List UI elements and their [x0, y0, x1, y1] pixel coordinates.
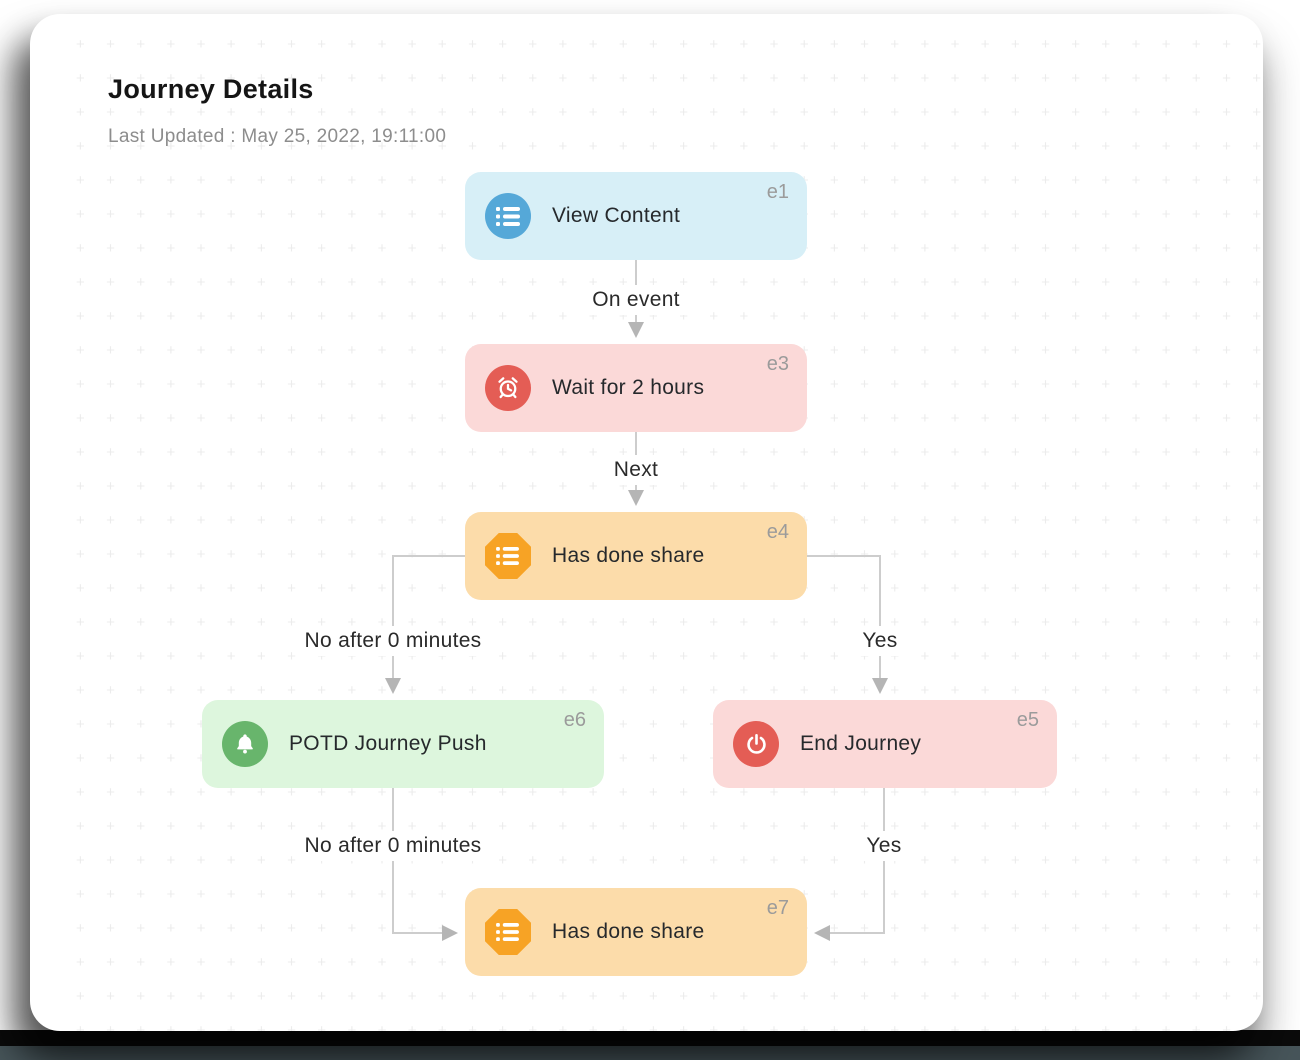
bottom-strip	[0, 1030, 1300, 1060]
list-icon	[485, 533, 531, 579]
node-label: Wait for 2 hours	[552, 376, 705, 399]
edge-label-yes-2: Yes	[857, 831, 911, 861]
bell-icon	[222, 721, 268, 767]
list-icon	[485, 193, 531, 239]
node-has-done-share-final[interactable]: Has done share e7	[465, 888, 807, 976]
edge-label-on-event: On event	[583, 285, 689, 315]
node-label: Has done share	[552, 544, 705, 567]
edge-label-next: Next	[604, 455, 668, 485]
power-icon	[733, 721, 779, 767]
node-label: Has done share	[552, 920, 705, 943]
node-id-badge: e6	[563, 709, 586, 731]
edge-label-no-after-0-minutes-2: No after 0 minutes	[295, 831, 491, 861]
edge-label-no-after-0-minutes: No after 0 minutes	[295, 626, 491, 656]
list-icon	[485, 909, 531, 955]
bottom-strip-black	[0, 1030, 1300, 1046]
node-id-badge: e4	[766, 521, 789, 543]
node-label: POTD Journey Push	[289, 732, 487, 755]
alarm-clock-icon	[485, 365, 531, 411]
node-wait-for-2-hours[interactable]: Wait for 2 hours e3	[465, 344, 807, 432]
node-id-badge: e1	[766, 181, 789, 203]
node-has-done-share[interactable]: Has done share e4	[465, 512, 807, 600]
node-potd-journey-push[interactable]: POTD Journey Push e6	[202, 700, 604, 788]
node-view-content[interactable]: View Content e1	[465, 172, 807, 260]
node-id-badge: e3	[766, 353, 789, 375]
node-end-journey[interactable]: End Journey e5	[713, 700, 1057, 788]
bottom-strip-slate	[0, 1046, 1300, 1060]
last-updated-text: Last Updated : May 25, 2022, 19:11:00	[108, 126, 447, 147]
node-label: View Content	[552, 204, 681, 227]
edge-label-yes: Yes	[853, 626, 907, 656]
node-label: End Journey	[800, 732, 922, 755]
node-id-badge: e5	[1016, 709, 1039, 731]
node-id-badge: e7	[766, 897, 789, 919]
page-title: Journey Details	[108, 74, 314, 104]
